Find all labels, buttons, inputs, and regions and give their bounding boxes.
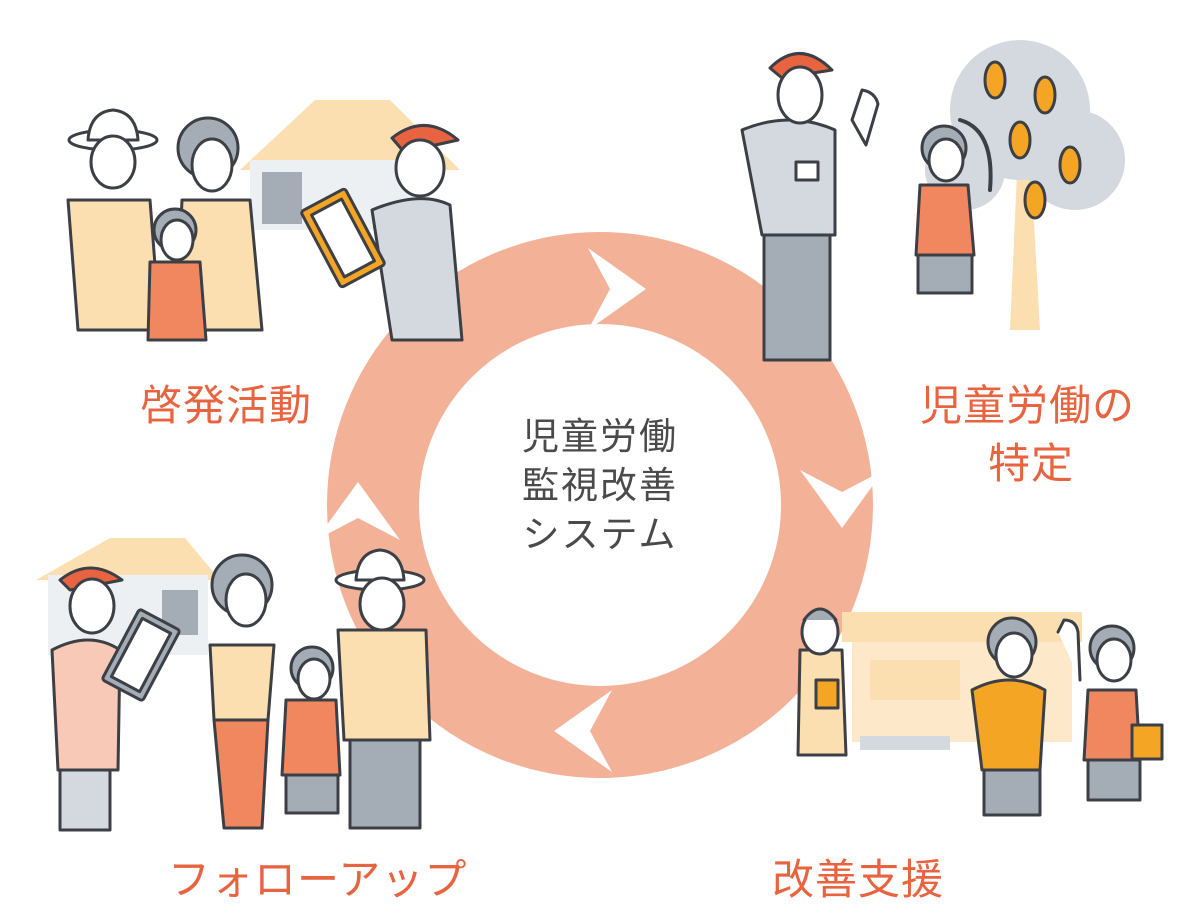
- student-figure: [970, 616, 1047, 817]
- inspector-figure: [300, 124, 464, 342]
- child-figure: [280, 645, 342, 815]
- support-illustration: [796, 607, 1164, 817]
- identify-illustration: [740, 40, 1125, 362]
- child-figure: [146, 207, 208, 342]
- man-with-hat-figure: [334, 548, 432, 830]
- worker-figure: [740, 52, 880, 362]
- chevron-notch-top: [588, 248, 646, 330]
- step-label-support: 改善支援: [772, 855, 945, 904]
- center-title-line-2: 監視改善: [522, 464, 678, 507]
- chevron-notch-right: [800, 470, 884, 528]
- cycle-ring: [316, 232, 884, 778]
- woman-figure: [208, 553, 276, 830]
- followup-illustration: [36, 538, 432, 832]
- step-label-awareness: 啓発活動: [140, 381, 313, 430]
- step-label-identify-line-1: 児童労働の: [920, 381, 1136, 430]
- center-title: 児童労働 監視改善 システム: [470, 412, 730, 559]
- step-label-identify-line-2: 特定: [988, 439, 1075, 488]
- awareness-illustration: [66, 100, 464, 342]
- step-label-followup: フォローアップ: [168, 855, 468, 904]
- chevron-notch-bottom: [554, 690, 612, 772]
- man-with-hat-figure: [66, 108, 162, 332]
- center-title-line-3: システム: [522, 513, 678, 556]
- child-worker-figure: [914, 118, 993, 295]
- student-waving-figure: [1056, 618, 1164, 802]
- inspector-figure: [50, 566, 181, 832]
- center-title-line-1: 児童労働: [522, 415, 678, 458]
- school-building-icon: [842, 612, 1082, 750]
- chevron-notch-left: [316, 482, 400, 540]
- teacher-figure: [796, 607, 848, 757]
